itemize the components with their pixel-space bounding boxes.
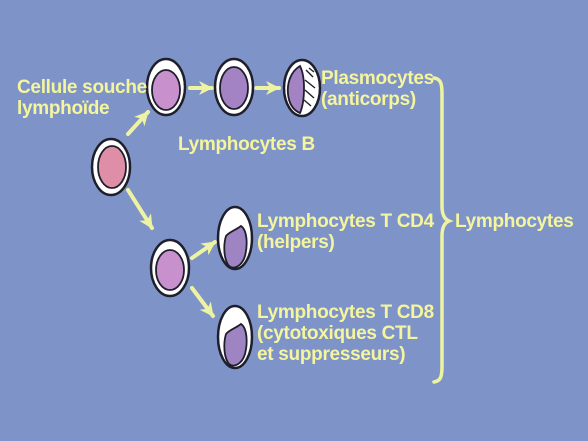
arrow-stem-to-t-precursor bbox=[126, 188, 154, 230]
arrows bbox=[126, 81, 281, 318]
plasmocyte-cell bbox=[282, 58, 322, 118]
arrow-t-precursor-to-cd8 bbox=[190, 286, 215, 318]
plasmocyte-nucleus bbox=[286, 64, 305, 115]
t-cd8-label: Lymphocytes T CD8 (cytotoxiques CTL et s… bbox=[257, 302, 434, 365]
stem-cell-label-line-1: Cellule souche bbox=[17, 77, 147, 98]
plasmocytes-label-line-2: (anticorps) bbox=[321, 89, 416, 110]
t-cd8-label-line-3: et suppresseurs) bbox=[257, 344, 406, 365]
arrow-t-precursor-to-cd4 bbox=[190, 240, 217, 260]
lymphocytes-brace bbox=[432, 76, 454, 384]
t-cd8-nucleus bbox=[223, 322, 248, 367]
b-precursor-cell bbox=[145, 57, 187, 117]
b-lymphocyte-nucleus bbox=[219, 66, 249, 110]
arrow-stem-to-b-precursor bbox=[126, 110, 150, 136]
b-lymphocytes-label-text: Lymphocytes B bbox=[178, 134, 315, 155]
stem-cell-label-line-2: lymphoïde bbox=[17, 98, 110, 119]
plasmocytes-label-line-1: Plasmocytes bbox=[321, 68, 434, 89]
t-cd4-label: Lymphocytes T CD4 (helpers) bbox=[257, 211, 434, 253]
stem-cell-nucleus bbox=[97, 145, 127, 189]
b-lymphocyte-cell bbox=[213, 57, 255, 117]
plasmocytes-label: Plasmocytes (anticorps) bbox=[321, 68, 434, 110]
t-cd8-label-line-2: (cytotoxiques CTL bbox=[257, 323, 418, 344]
lymphocytes-group-label: Lymphocytes bbox=[455, 211, 574, 232]
stem-cell-label: Cellule souche lymphoïde bbox=[17, 77, 147, 119]
stem-cell bbox=[90, 137, 132, 197]
lymphocytes-group-label-text: Lymphocytes bbox=[455, 211, 574, 232]
b-lymphocytes-label: Lymphocytes B bbox=[178, 134, 315, 155]
t-precursor-nucleus bbox=[155, 249, 185, 291]
t-cd4-label-line-1: Lymphocytes T CD4 bbox=[257, 211, 434, 232]
t-cd8-label-line-1: Lymphocytes T CD8 bbox=[257, 302, 434, 323]
t-cd8-cell bbox=[216, 304, 254, 370]
t-cd4-nucleus bbox=[223, 224, 248, 269]
t-cd4-label-line-2: (helpers) bbox=[257, 232, 335, 253]
plasmocyte-striations bbox=[303, 67, 316, 107]
b-precursor-nucleus bbox=[151, 69, 181, 111]
t-cd4-cell bbox=[216, 205, 254, 271]
t-precursor-cell bbox=[149, 238, 191, 298]
